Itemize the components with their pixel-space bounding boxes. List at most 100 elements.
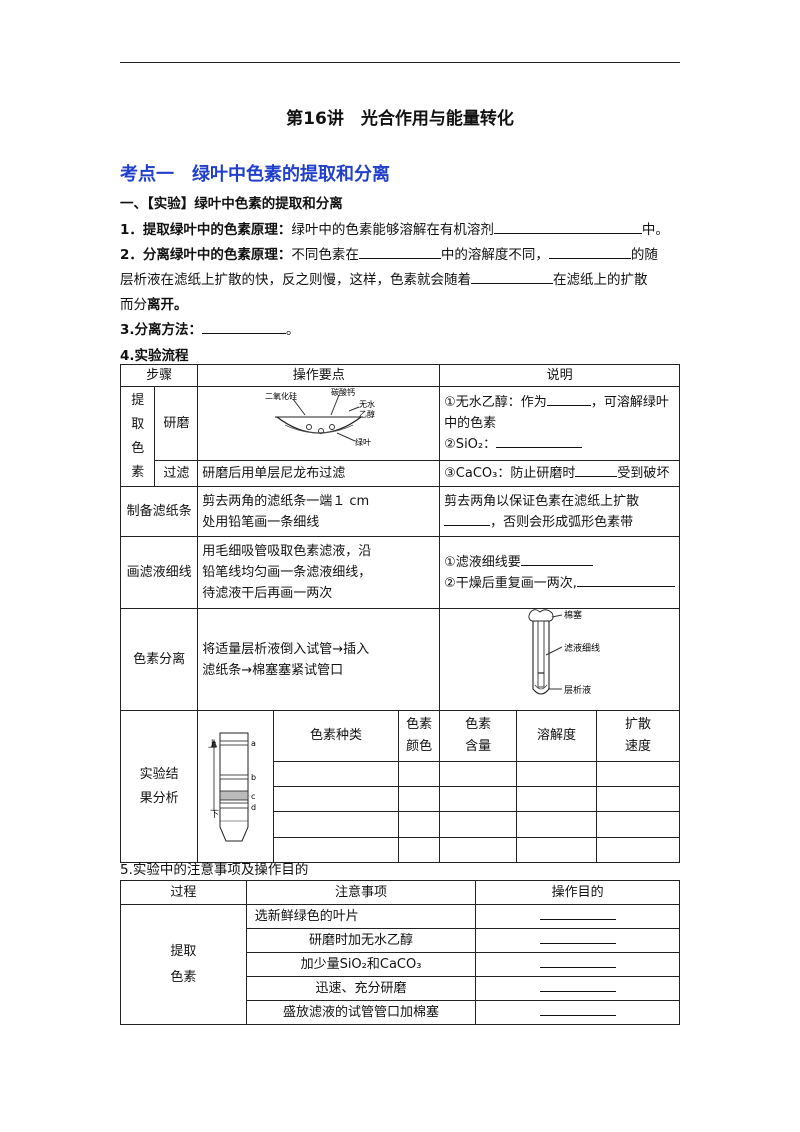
paragraph-1: 1．提取绿叶中的色素原理：绿叶中的色素能够溶解在有机溶剂中。 xyxy=(120,218,669,238)
blank-purpose[interactable] xyxy=(539,906,616,920)
test-tube-diagram: 棉塞 滤液细线 层析液 xyxy=(528,609,600,696)
p1-end: 中。 xyxy=(641,222,669,238)
blank-line-req[interactable] xyxy=(520,552,593,566)
blank-strip[interactable] xyxy=(444,512,491,526)
result-cell[interactable] xyxy=(515,760,597,787)
sep-op-2: 滤纸条→棉塞塞紧试管口 xyxy=(202,662,344,678)
result-cell[interactable] xyxy=(273,836,399,864)
t2-header-process: 过程 xyxy=(120,880,247,905)
blank-purpose[interactable] xyxy=(539,930,616,944)
grind-desc-3: ②SiO₂： xyxy=(444,437,497,452)
step-strip: 制备滤纸条 xyxy=(119,486,199,537)
blank-high-solubility[interactable] xyxy=(548,244,631,259)
blank-solvent[interactable] xyxy=(493,219,642,234)
label-caco3: 碳酸钙 xyxy=(331,387,355,397)
result-cell[interactable] xyxy=(515,836,597,864)
header-ops: 操作要点 xyxy=(197,364,441,387)
blank-purpose[interactable] xyxy=(539,1002,616,1016)
band-a: a xyxy=(251,739,256,748)
blank-method[interactable] xyxy=(202,319,287,334)
result-cell[interactable] xyxy=(397,811,441,838)
blank-purpose[interactable] xyxy=(539,954,616,968)
t2-purpose xyxy=(475,976,680,1001)
result-cell[interactable] xyxy=(515,811,597,838)
grind-desc-2: 中的色素 xyxy=(444,416,497,431)
band-d: d xyxy=(251,803,256,812)
blank-sio2-role[interactable] xyxy=(496,434,583,448)
result-cell[interactable] xyxy=(273,785,399,813)
p2-b: 中的溶解度不同， xyxy=(440,247,549,263)
result-cell[interactable] xyxy=(515,785,597,813)
step-result: 实验结 果分析 xyxy=(119,710,199,863)
step-separate: 色素分离 xyxy=(119,608,199,711)
label-ethanol: 乙醇 xyxy=(359,409,375,419)
t2-note: 加少量SiO₂和CaCO₃ xyxy=(245,952,477,977)
header-rule xyxy=(120,62,680,63)
line-op: 用毛细吸管吸取色素滤液，沿 铅笔线均匀画一条滤液细线， 待滤液干后再画一两次 xyxy=(197,536,441,609)
filter-desc-end: 受到破坏 xyxy=(617,466,670,481)
line-desc: ①滤液细线要 ②干燥后重复画一两次, xyxy=(439,536,680,609)
t2-group: 提取 色素 xyxy=(120,904,247,1025)
paragraph-2-line-3: 而分离开。 xyxy=(120,293,188,313)
filter-op: 研磨后用单层尼龙布过滤 xyxy=(197,460,441,487)
result-cell[interactable] xyxy=(397,836,441,864)
experiment-flow-table: 步骤 操作要点 说明 提取 色素 研磨 碳酸钙 二氧化硅 无水 乙醇 绿 xyxy=(119,364,681,864)
result-cell[interactable] xyxy=(273,760,399,787)
strip-figure-cell: 上 下 a b c d xyxy=(197,710,275,863)
result-cell[interactable] xyxy=(439,760,517,787)
blank-liquid[interactable] xyxy=(358,244,441,259)
strip-op-2: 处用铅笔画一条细线 xyxy=(202,514,320,530)
step-line: 画滤液细线 xyxy=(119,536,199,609)
label-up: 上 xyxy=(208,739,217,750)
t2-note: 选新鲜绿色的叶片 xyxy=(245,904,477,929)
filter-desc-text: ③CaCO₃：防止研磨时 xyxy=(444,466,576,481)
sep-op-1: 将适量层析液倒入试管→插入 xyxy=(202,641,370,657)
blank-line-purpose[interactable] xyxy=(576,573,675,587)
result-cell[interactable] xyxy=(595,760,681,787)
result-cell[interactable] xyxy=(439,811,517,838)
p2-line2b: 在滤纸上的扩散 xyxy=(553,272,648,288)
t2-purpose xyxy=(475,952,680,977)
p2-line2a: 层析液在滤纸上扩散的快，反之则慢，这样，色素就会随着 xyxy=(120,272,471,288)
header-desc: 说明 xyxy=(439,364,680,387)
label-filter-line: 滤液细线 xyxy=(564,642,600,654)
step-filter: 过滤 xyxy=(154,460,199,487)
label-leaf: 绿叶 xyxy=(355,438,371,447)
result-h-kind: 色素种类 xyxy=(273,710,399,762)
result-cell[interactable] xyxy=(595,836,681,864)
p2-line3b: 离开。 xyxy=(147,297,188,313)
page-title: 第16讲 光合作用与能量转化 xyxy=(286,109,514,129)
label-solvent: 层析液 xyxy=(564,684,591,696)
paragraph-2-line-2: 层析液在滤纸上扩散的快，反之则慢，这样，色素就会随着 在滤纸上的扩散 xyxy=(120,268,648,288)
filter-desc: ③CaCO₃：防止研磨时 受到破坏 xyxy=(439,460,680,487)
grind-figure-cell: 碳酸钙 二氧化硅 无水 乙醇 绿叶 xyxy=(197,386,441,461)
p1-text: 绿叶中的色素能够溶解在有机溶剂 xyxy=(291,222,494,238)
result-cell[interactable] xyxy=(595,785,681,813)
sep-figure-cell: 棉塞 滤液细线 层析液 xyxy=(439,608,680,711)
result-cell[interactable] xyxy=(439,785,517,813)
result-cell[interactable] xyxy=(439,836,517,864)
p2-label: 2．分离绿叶中的色素原理： xyxy=(120,247,292,263)
line-op-3: 待滤液干后再画一两次 xyxy=(202,586,333,601)
grind-desc-1b: ，可溶解绿叶 xyxy=(590,395,669,410)
precautions-table: 过程 注意事项 操作目的 提取 色素 选新鲜绿色的叶片 研磨时加无水乙醇 加少量… xyxy=(120,880,680,1025)
paragraph-5: 5.实验中的注意事项及操作目的 xyxy=(120,862,309,878)
result-cell[interactable] xyxy=(273,811,399,838)
paragraph-2: 2．分离绿叶中的色素原理：不同色素在中的溶解度不同，的随 xyxy=(120,243,658,263)
header-step: 步骤 xyxy=(119,364,199,387)
blank-caco3-role[interactable] xyxy=(575,463,618,477)
band-b: b xyxy=(251,773,256,782)
strip-desc-1: 剪去两角以保证色素在滤纸上扩散 xyxy=(444,493,640,509)
t2-purpose xyxy=(475,904,680,929)
strip-desc-2: ，否则会形成弧形色素带 xyxy=(490,514,634,530)
blank-solvent-role[interactable] xyxy=(546,392,591,406)
label-down: 下 xyxy=(210,810,219,820)
result-cell[interactable] xyxy=(397,760,441,787)
result-cell[interactable] xyxy=(595,811,681,838)
blank-purpose[interactable] xyxy=(539,978,616,992)
t2-purpose xyxy=(475,928,680,953)
result-h-speed: 扩散 速度 xyxy=(595,710,681,762)
blank-spread[interactable] xyxy=(471,269,553,284)
result-cell[interactable] xyxy=(397,785,441,813)
p3-label: 3.分离方法： xyxy=(120,322,203,338)
